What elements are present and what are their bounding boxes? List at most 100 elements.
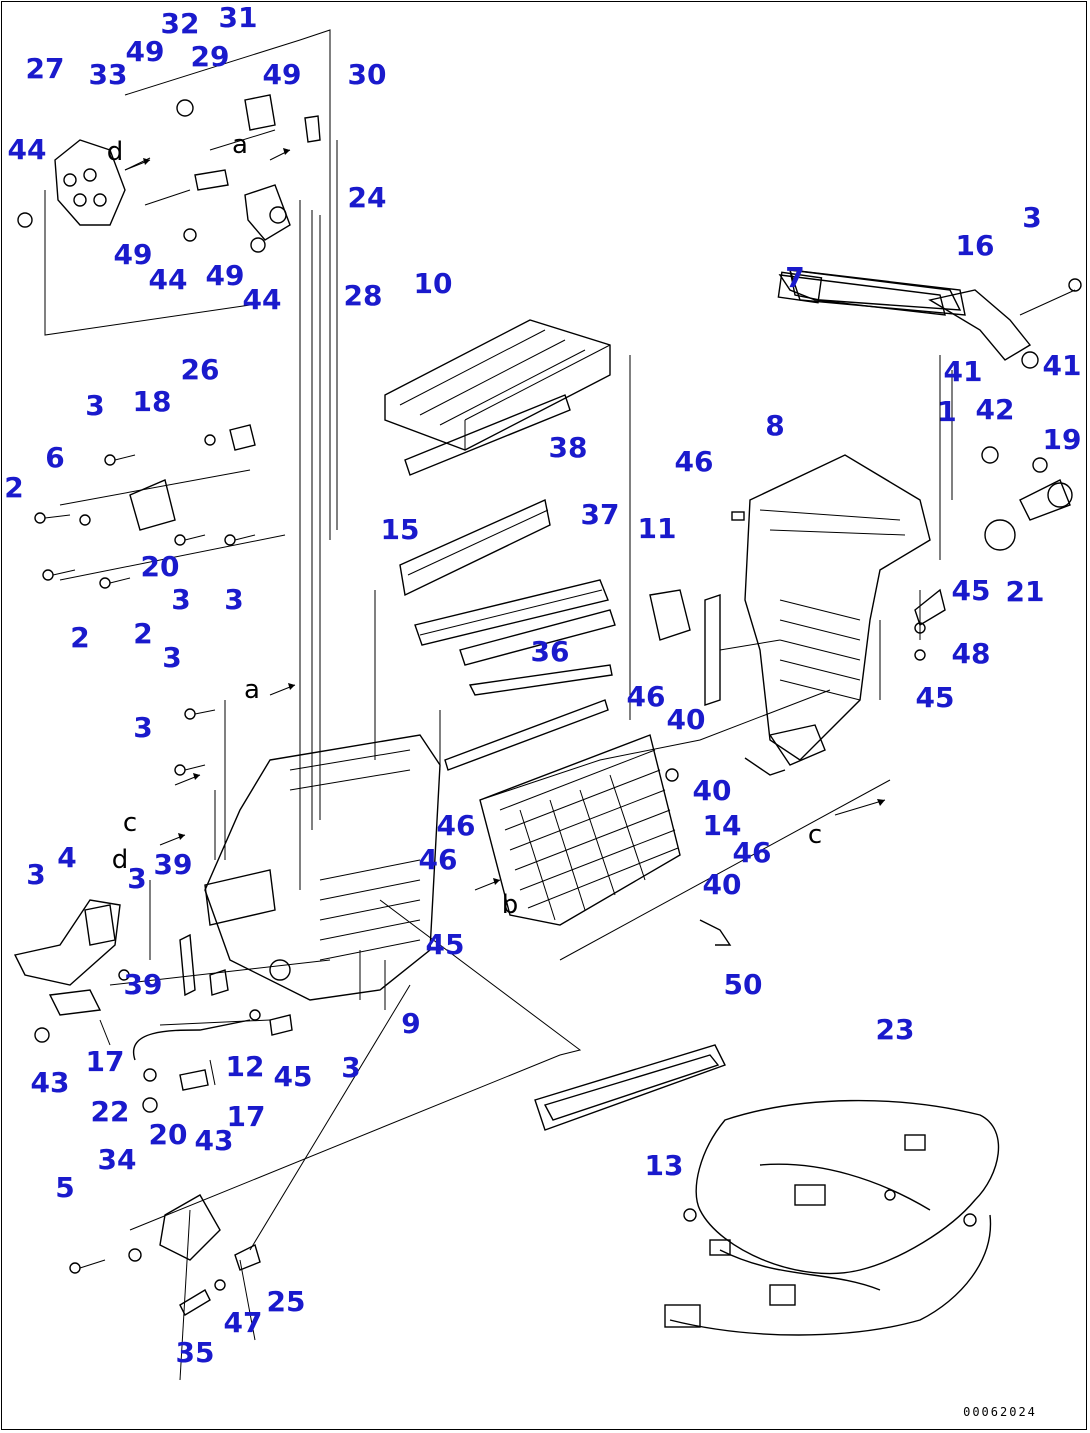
callout-3: 3 <box>224 583 244 616</box>
callout-13: 13 <box>644 1149 684 1182</box>
callout-9: 9 <box>401 1007 421 1040</box>
callout-27: 27 <box>25 52 65 85</box>
callout-16: 16 <box>955 229 995 262</box>
view-letter-c: c <box>807 820 823 850</box>
callout-47: 47 <box>223 1306 263 1339</box>
callout-39: 39 <box>153 848 193 881</box>
callout-41: 41 <box>1042 349 1082 382</box>
callout-21: 21 <box>1005 575 1045 608</box>
callout-5: 5 <box>55 1171 75 1204</box>
callout-19: 19 <box>1042 423 1082 456</box>
callout-15: 15 <box>380 513 420 546</box>
callout-33: 33 <box>88 58 128 91</box>
callout-26: 26 <box>180 353 220 386</box>
callout-36: 36 <box>530 635 570 668</box>
callout-42: 42 <box>975 393 1015 426</box>
filter-plates <box>399 394 616 771</box>
callout-44: 44 <box>7 133 47 166</box>
callout-17: 17 <box>85 1045 125 1078</box>
callout-37: 37 <box>580 498 620 531</box>
small-parts-center <box>649 511 786 776</box>
callout-39: 39 <box>123 968 163 1001</box>
callout-2: 2 <box>133 617 153 650</box>
view-letter-a: a <box>232 130 248 160</box>
callout-40: 40 <box>666 703 706 736</box>
callout-40: 40 <box>702 868 742 901</box>
callout-46: 46 <box>674 445 714 478</box>
callout-3: 3 <box>127 862 147 895</box>
callout-40: 40 <box>692 774 732 807</box>
callout-17: 17 <box>226 1100 266 1133</box>
callout-2: 2 <box>4 471 24 504</box>
callout-49: 49 <box>125 35 165 68</box>
callout-3: 3 <box>171 583 191 616</box>
leader-lines <box>44 29 953 1381</box>
callout-46: 46 <box>436 809 476 842</box>
callout-6: 6 <box>45 441 65 474</box>
callout-10: 10 <box>413 267 453 300</box>
left-bracket-parts <box>13 899 251 1113</box>
callout-46: 46 <box>418 843 458 876</box>
callout-23: 23 <box>875 1013 915 1046</box>
callout-46: 46 <box>732 836 772 869</box>
callout-34: 34 <box>97 1143 137 1176</box>
view-letter-a: a <box>244 675 260 705</box>
callout-45: 45 <box>425 928 465 961</box>
callout-45: 45 <box>915 681 955 714</box>
callout-50: 50 <box>723 968 763 1001</box>
callout-45: 45 <box>951 574 991 607</box>
callout-24: 24 <box>347 181 387 214</box>
callout-11: 11 <box>637 512 677 545</box>
callout-20: 20 <box>148 1118 188 1151</box>
callout-44: 44 <box>148 263 188 296</box>
heater-core-7 <box>777 269 1082 369</box>
main-housing-9 <box>204 734 441 1036</box>
callout-20: 20 <box>140 550 180 583</box>
callout-44: 44 <box>242 283 282 316</box>
lower-left-parts <box>69 1194 261 1316</box>
callout-49: 49 <box>262 58 302 91</box>
callout-18: 18 <box>132 385 172 418</box>
callout-3: 3 <box>162 641 182 674</box>
callout-3: 3 <box>341 1051 361 1084</box>
direction-arrows <box>124 148 886 891</box>
callout-4: 4 <box>57 841 77 874</box>
callout-3: 3 <box>1022 201 1042 234</box>
callout-35: 35 <box>175 1336 215 1369</box>
callout-3: 3 <box>26 858 46 891</box>
callout-8: 8 <box>765 409 785 442</box>
callout-41: 41 <box>943 355 983 388</box>
view-letter-c: c <box>122 808 138 838</box>
callout-3: 3 <box>133 711 153 744</box>
callout-22: 22 <box>90 1095 130 1128</box>
callout-25: 25 <box>266 1285 306 1318</box>
callout-48: 48 <box>951 637 991 670</box>
callout-43: 43 <box>194 1124 234 1157</box>
callout-29: 29 <box>190 40 230 73</box>
view-letter-d: d <box>111 845 129 875</box>
wiring-harness-23 <box>664 1099 1000 1336</box>
left-middle-parts <box>34 424 256 776</box>
callout-14: 14 <box>702 809 742 842</box>
callout-46: 46 <box>626 680 666 713</box>
linkage-assembly <box>17 94 321 253</box>
callout-2: 2 <box>70 621 90 654</box>
callout-31: 31 <box>218 1 258 34</box>
view-letter-d: d <box>106 137 124 167</box>
callout-45: 45 <box>273 1060 313 1093</box>
callout-49: 49 <box>113 238 153 271</box>
evaporator-40 <box>479 734 732 946</box>
callout-49: 49 <box>205 259 245 292</box>
blower-case-8 <box>744 446 1073 766</box>
callout-38: 38 <box>548 431 588 464</box>
callout-43: 43 <box>30 1066 70 1099</box>
view-letter-b: b <box>501 890 519 920</box>
callout-1: 1 <box>937 395 957 428</box>
callout-32: 32 <box>160 7 200 40</box>
callout-30: 30 <box>347 58 387 91</box>
callout-3: 3 <box>85 389 105 422</box>
callout-28: 28 <box>343 279 383 312</box>
callout-7: 7 <box>785 261 805 294</box>
